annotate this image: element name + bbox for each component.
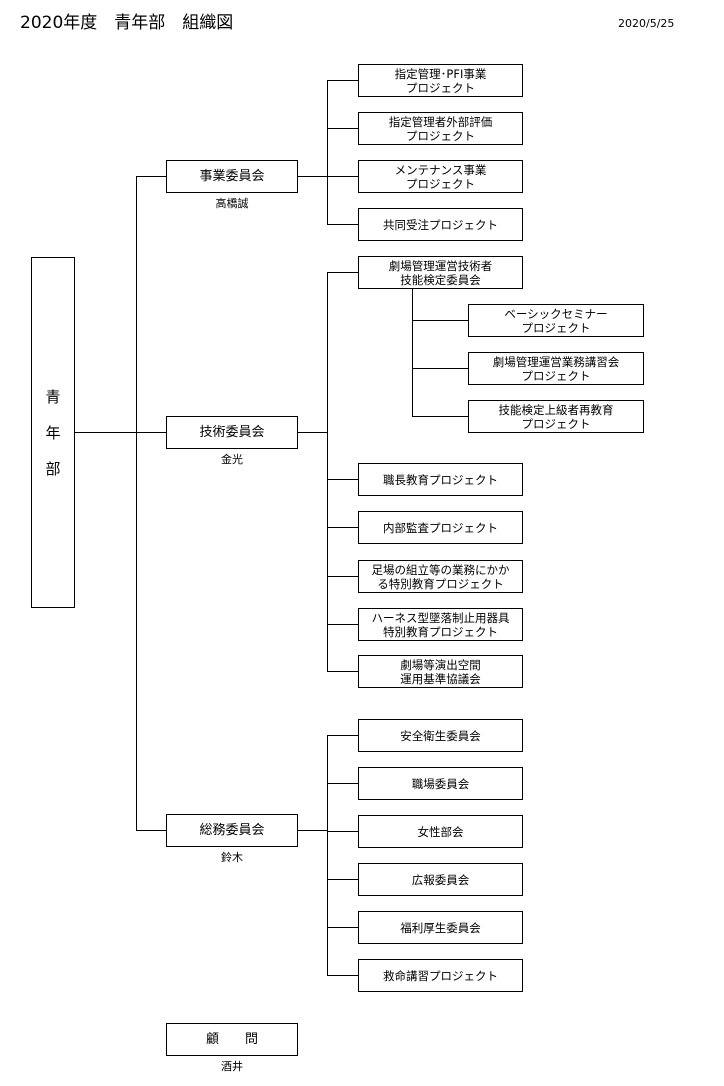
connector-line <box>327 479 358 480</box>
root-char: 部 <box>45 459 61 478</box>
connector-line <box>136 176 137 831</box>
general-committee-item: 女性部会 <box>358 815 523 848</box>
business-project: 指定管理･PFI事業 プロジェクト <box>358 64 523 97</box>
business-project: 指定管理者外部評価 プロジェクト <box>358 112 523 145</box>
connector-line <box>327 735 358 736</box>
connector-line <box>297 830 328 831</box>
root-char: 青 <box>45 387 61 406</box>
connector-line <box>297 432 328 433</box>
subcommittee-project: 技能検定上級者再教育 プロジェクト <box>468 400 644 433</box>
connector-line <box>327 975 358 976</box>
connector-line <box>327 272 328 672</box>
connector-line <box>327 671 358 672</box>
connector-line <box>297 176 328 177</box>
committee-business: 事業委員会 <box>166 160 298 193</box>
technical-project: 劇場等演出空間 運用基準協議会 <box>358 655 523 688</box>
connector-line <box>327 128 358 129</box>
connector-line <box>327 80 358 81</box>
connector-line <box>327 831 358 832</box>
committee-general-chair: 鈴木 <box>221 851 243 864</box>
root-node-seinenbu: 青 年 部 <box>31 257 75 608</box>
connector-line <box>327 176 358 177</box>
connector-line <box>327 927 358 928</box>
technical-project: 職長教育プロジェクト <box>358 463 523 496</box>
root-char: 年 <box>45 423 61 442</box>
technical-subcommittee: 劇場管理運営技術者 技能検定委員会 <box>358 256 523 289</box>
connector-line <box>412 320 468 321</box>
connector-line <box>412 368 468 369</box>
technical-project: ハーネス型墜落制止用器具 特別教育プロジェクト <box>358 608 523 641</box>
connector-line <box>327 735 328 976</box>
advisor-person: 酒井 <box>221 1060 243 1073</box>
connector-line <box>412 416 468 417</box>
business-project: メンテナンス事業 プロジェクト <box>358 160 523 193</box>
page-title: 2020年度 青年部 組織図 <box>20 13 234 33</box>
general-committee-item: 救命講習プロジェクト <box>358 959 523 992</box>
advisor-box: 顧 問 <box>166 1023 298 1056</box>
subcommittee-project: ベーシックセミナー プロジェクト <box>468 304 644 337</box>
connector-line <box>327 80 328 225</box>
subcommittee-project: 劇場管理運営業務講習会 プロジェクト <box>468 352 644 385</box>
technical-project: 足場の組立等の業務にかか る特別教育プロジェクト <box>358 560 523 593</box>
technical-project: 内部監査プロジェクト <box>358 511 523 544</box>
general-committee-item: 福利厚生委員会 <box>358 911 523 944</box>
connector-line <box>327 576 358 577</box>
committee-general: 総務委員会 <box>166 814 298 847</box>
connector-line <box>327 224 358 225</box>
connector-line <box>136 176 166 177</box>
connector-line <box>327 783 358 784</box>
committee-technical: 技術委員会 <box>166 416 298 449</box>
business-project: 共同受注プロジェクト <box>358 208 523 241</box>
general-committee-item: 安全衛生委員会 <box>358 719 523 752</box>
connector-line <box>136 830 166 831</box>
document-date: 2020/5/25 <box>618 17 675 30</box>
general-committee-item: 職場委員会 <box>358 767 523 800</box>
committee-technical-chair: 金光 <box>221 453 243 466</box>
connector-line <box>327 879 358 880</box>
connector-line <box>75 432 166 433</box>
general-committee-item: 広報委員会 <box>358 863 523 896</box>
connector-line <box>412 288 413 417</box>
connector-line <box>327 272 358 273</box>
connector-line <box>327 624 358 625</box>
connector-line <box>327 527 358 528</box>
committee-business-chair: 高橋誠 <box>215 197 249 210</box>
